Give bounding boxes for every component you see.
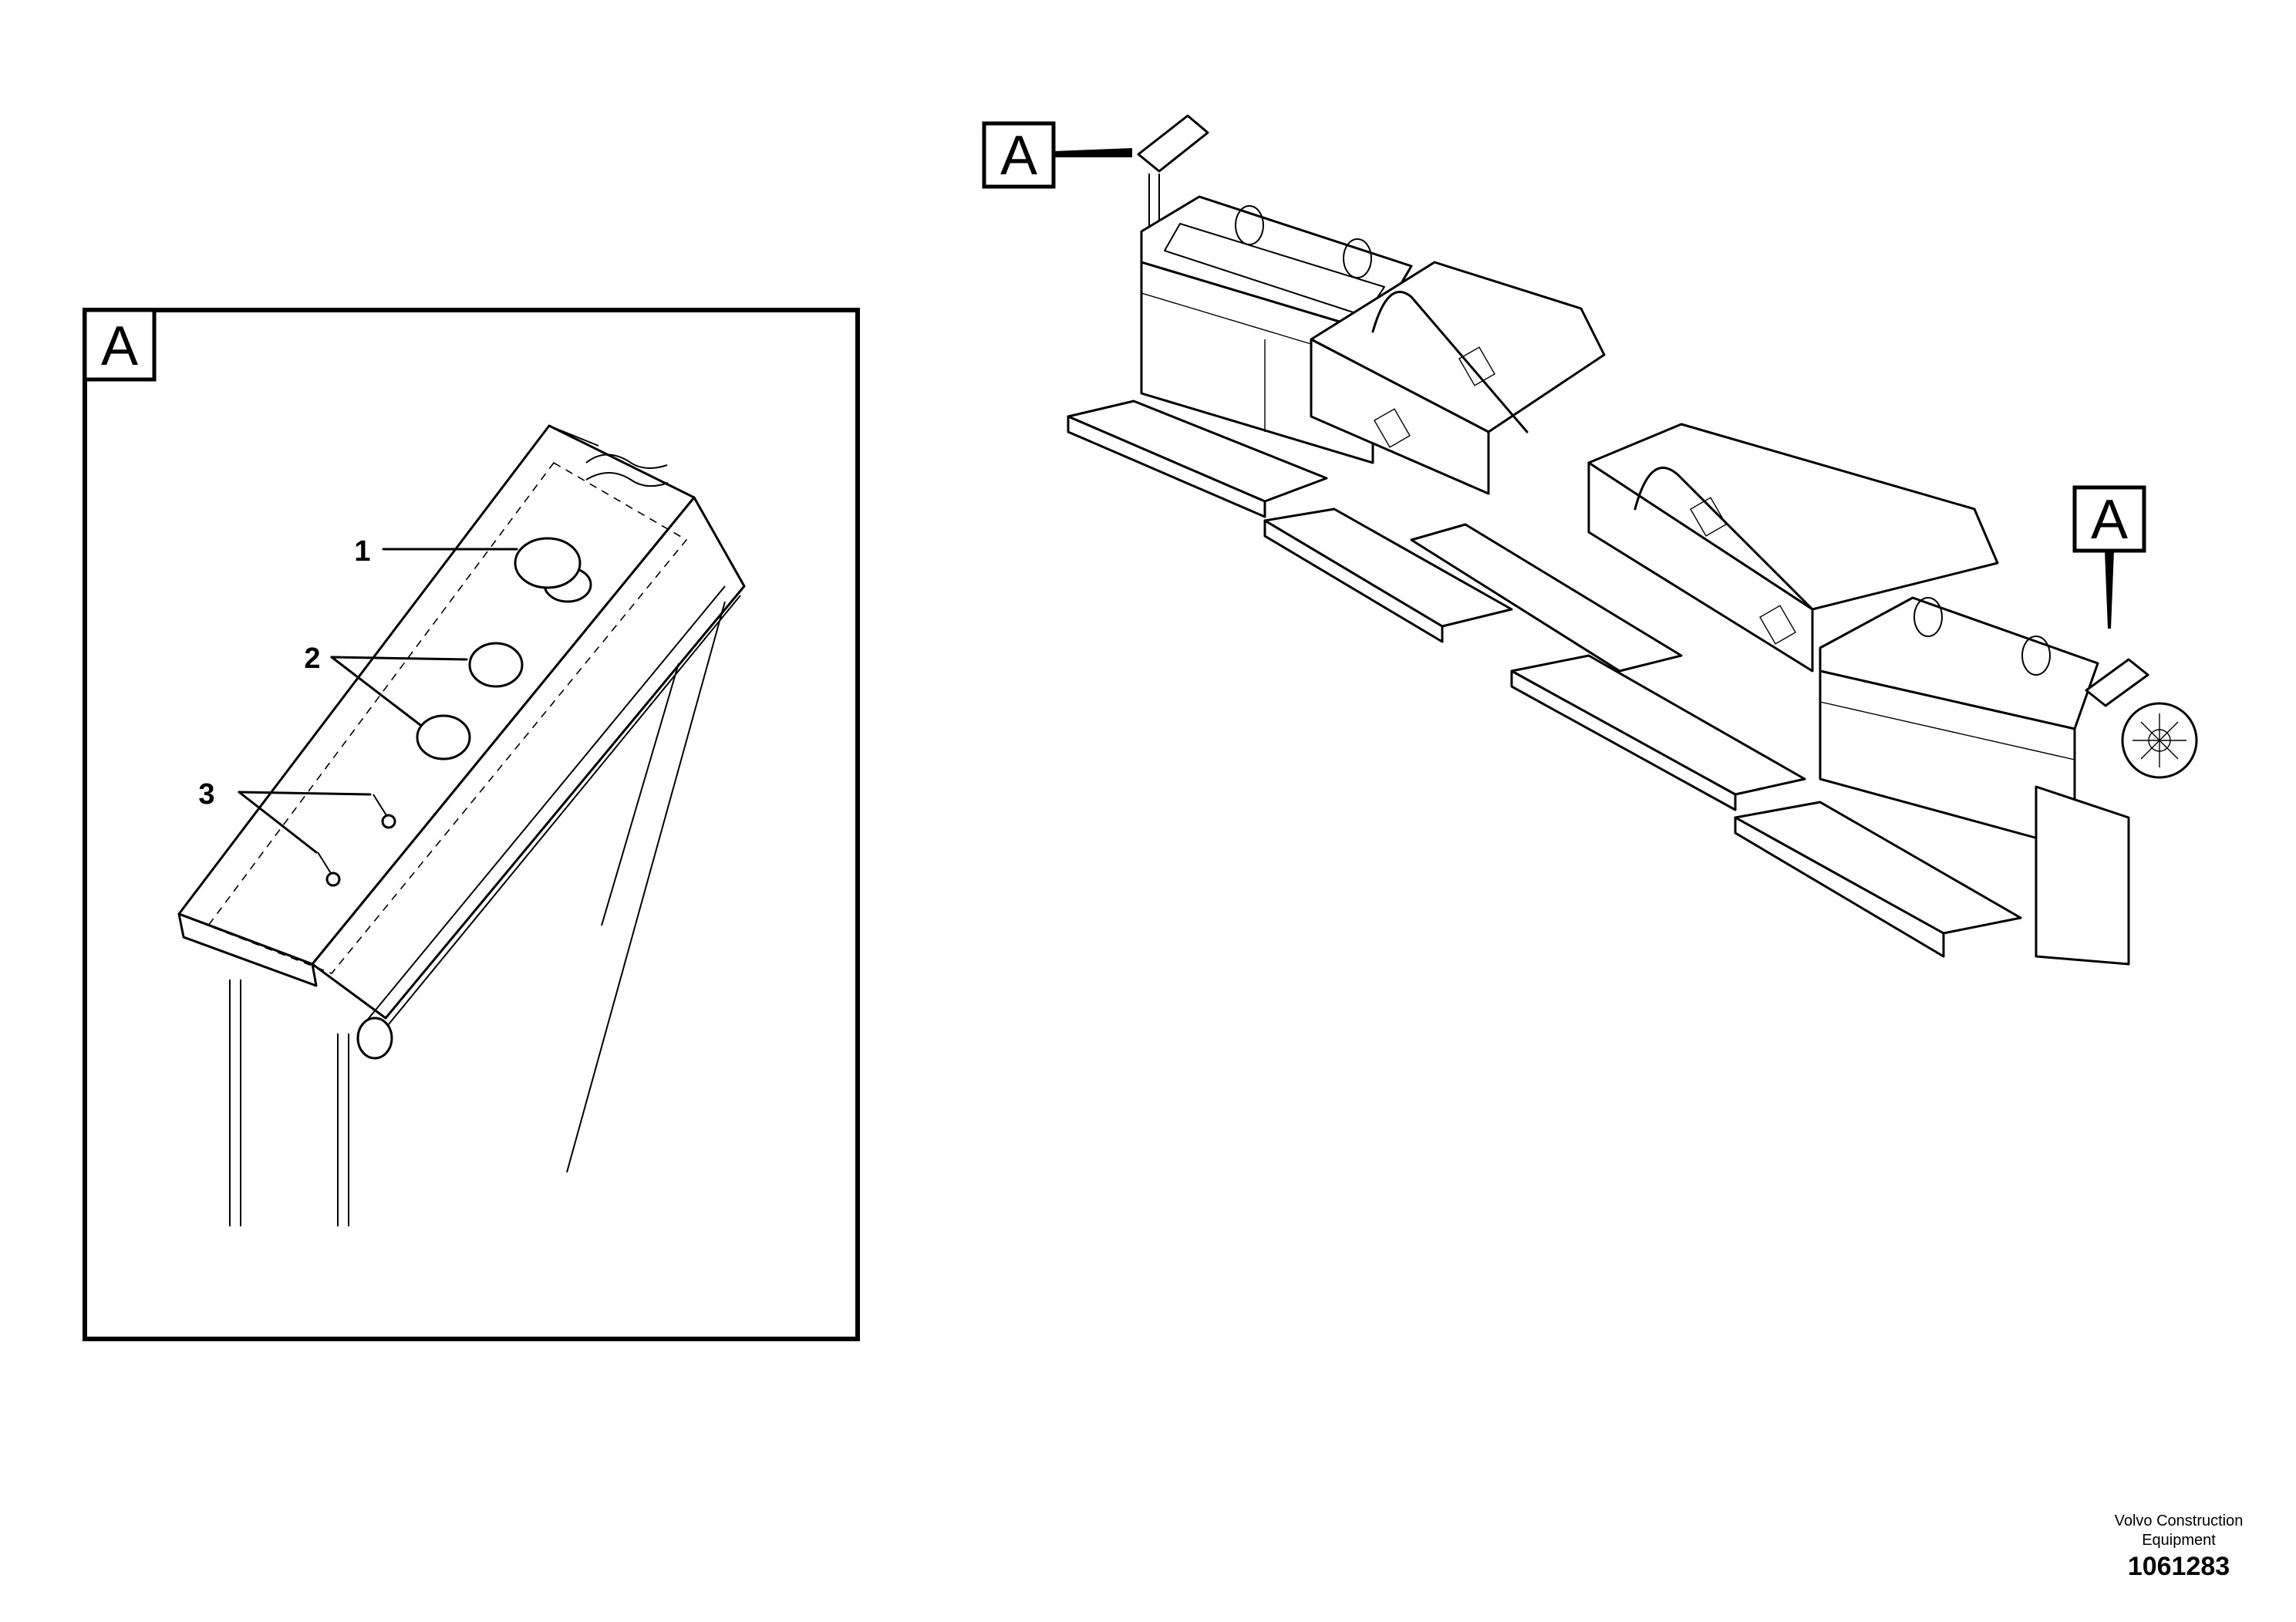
leader-item-2b — [330, 656, 422, 727]
leader-item-3a — [238, 791, 372, 796]
callout-a-arrow-2 — [2105, 551, 2114, 629]
item-number-2: 2 — [304, 642, 320, 675]
item-number-3: 3 — [198, 778, 214, 811]
callout-a-arrow-1 — [1054, 148, 1132, 157]
callout-a-letter-2: A — [2091, 489, 2128, 551]
detail-letter: A — [101, 315, 138, 377]
brand-label: Volvo Construction Equipment — [2052, 1512, 2296, 1550]
leader-item-2a — [330, 656, 468, 661]
detail-letter-box — [83, 308, 157, 382]
leader-item-3b — [238, 791, 318, 854]
control-box — [177, 424, 746, 1226]
screed-assembly — [1067, 114, 2198, 966]
callout-a-letter-1: A — [1000, 125, 1037, 187]
detail-frame — [83, 308, 860, 1341]
brand-line-2: Equipment — [2142, 1532, 2216, 1549]
brand-line-1: Volvo Construction — [2114, 1512, 2244, 1529]
callout-a-box-2 — [2072, 485, 2146, 553]
detail-view-a: A — [83, 308, 860, 1341]
document-number: 1061283 — [2127, 1552, 2230, 1581]
main-view: A A — [982, 114, 2198, 966]
item-number-1: 1 — [354, 535, 370, 568]
